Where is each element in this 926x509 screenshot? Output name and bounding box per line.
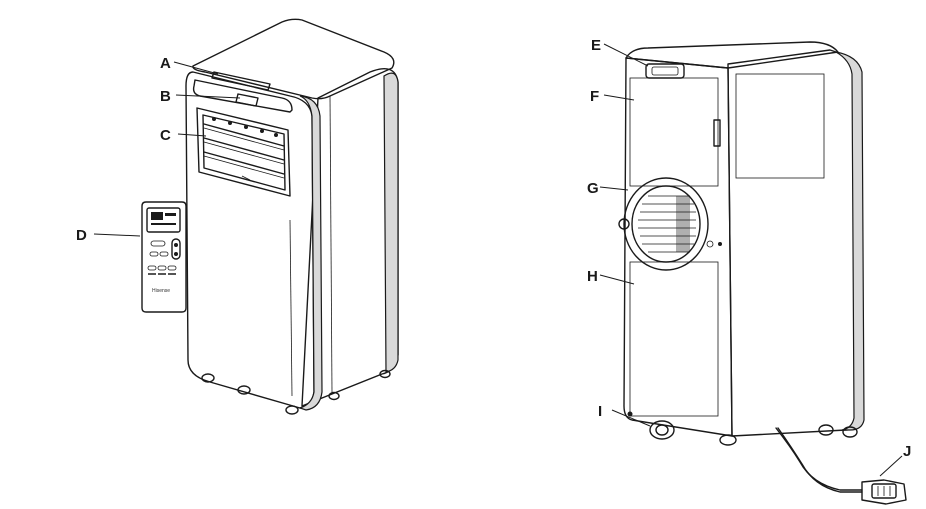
- label-j: J: [903, 443, 911, 460]
- label-g: G: [587, 180, 599, 197]
- leader-lines: [93, 43, 903, 477]
- label-c: C: [160, 127, 171, 144]
- label-a: A: [160, 55, 171, 72]
- label-e: E: [591, 37, 601, 54]
- callout-labels: A B C D E F G H I J: [76, 37, 911, 460]
- label-h: H: [587, 268, 598, 285]
- label-f: F: [590, 88, 599, 105]
- remote-brand: Hisense: [152, 288, 170, 294]
- rear-unit: [618, 41, 907, 505]
- label-b: B: [160, 88, 171, 105]
- label-d: D: [76, 227, 87, 244]
- label-i: I: [598, 403, 602, 420]
- front-unit: [185, 18, 399, 415]
- remote-control: Hisense: [141, 201, 187, 313]
